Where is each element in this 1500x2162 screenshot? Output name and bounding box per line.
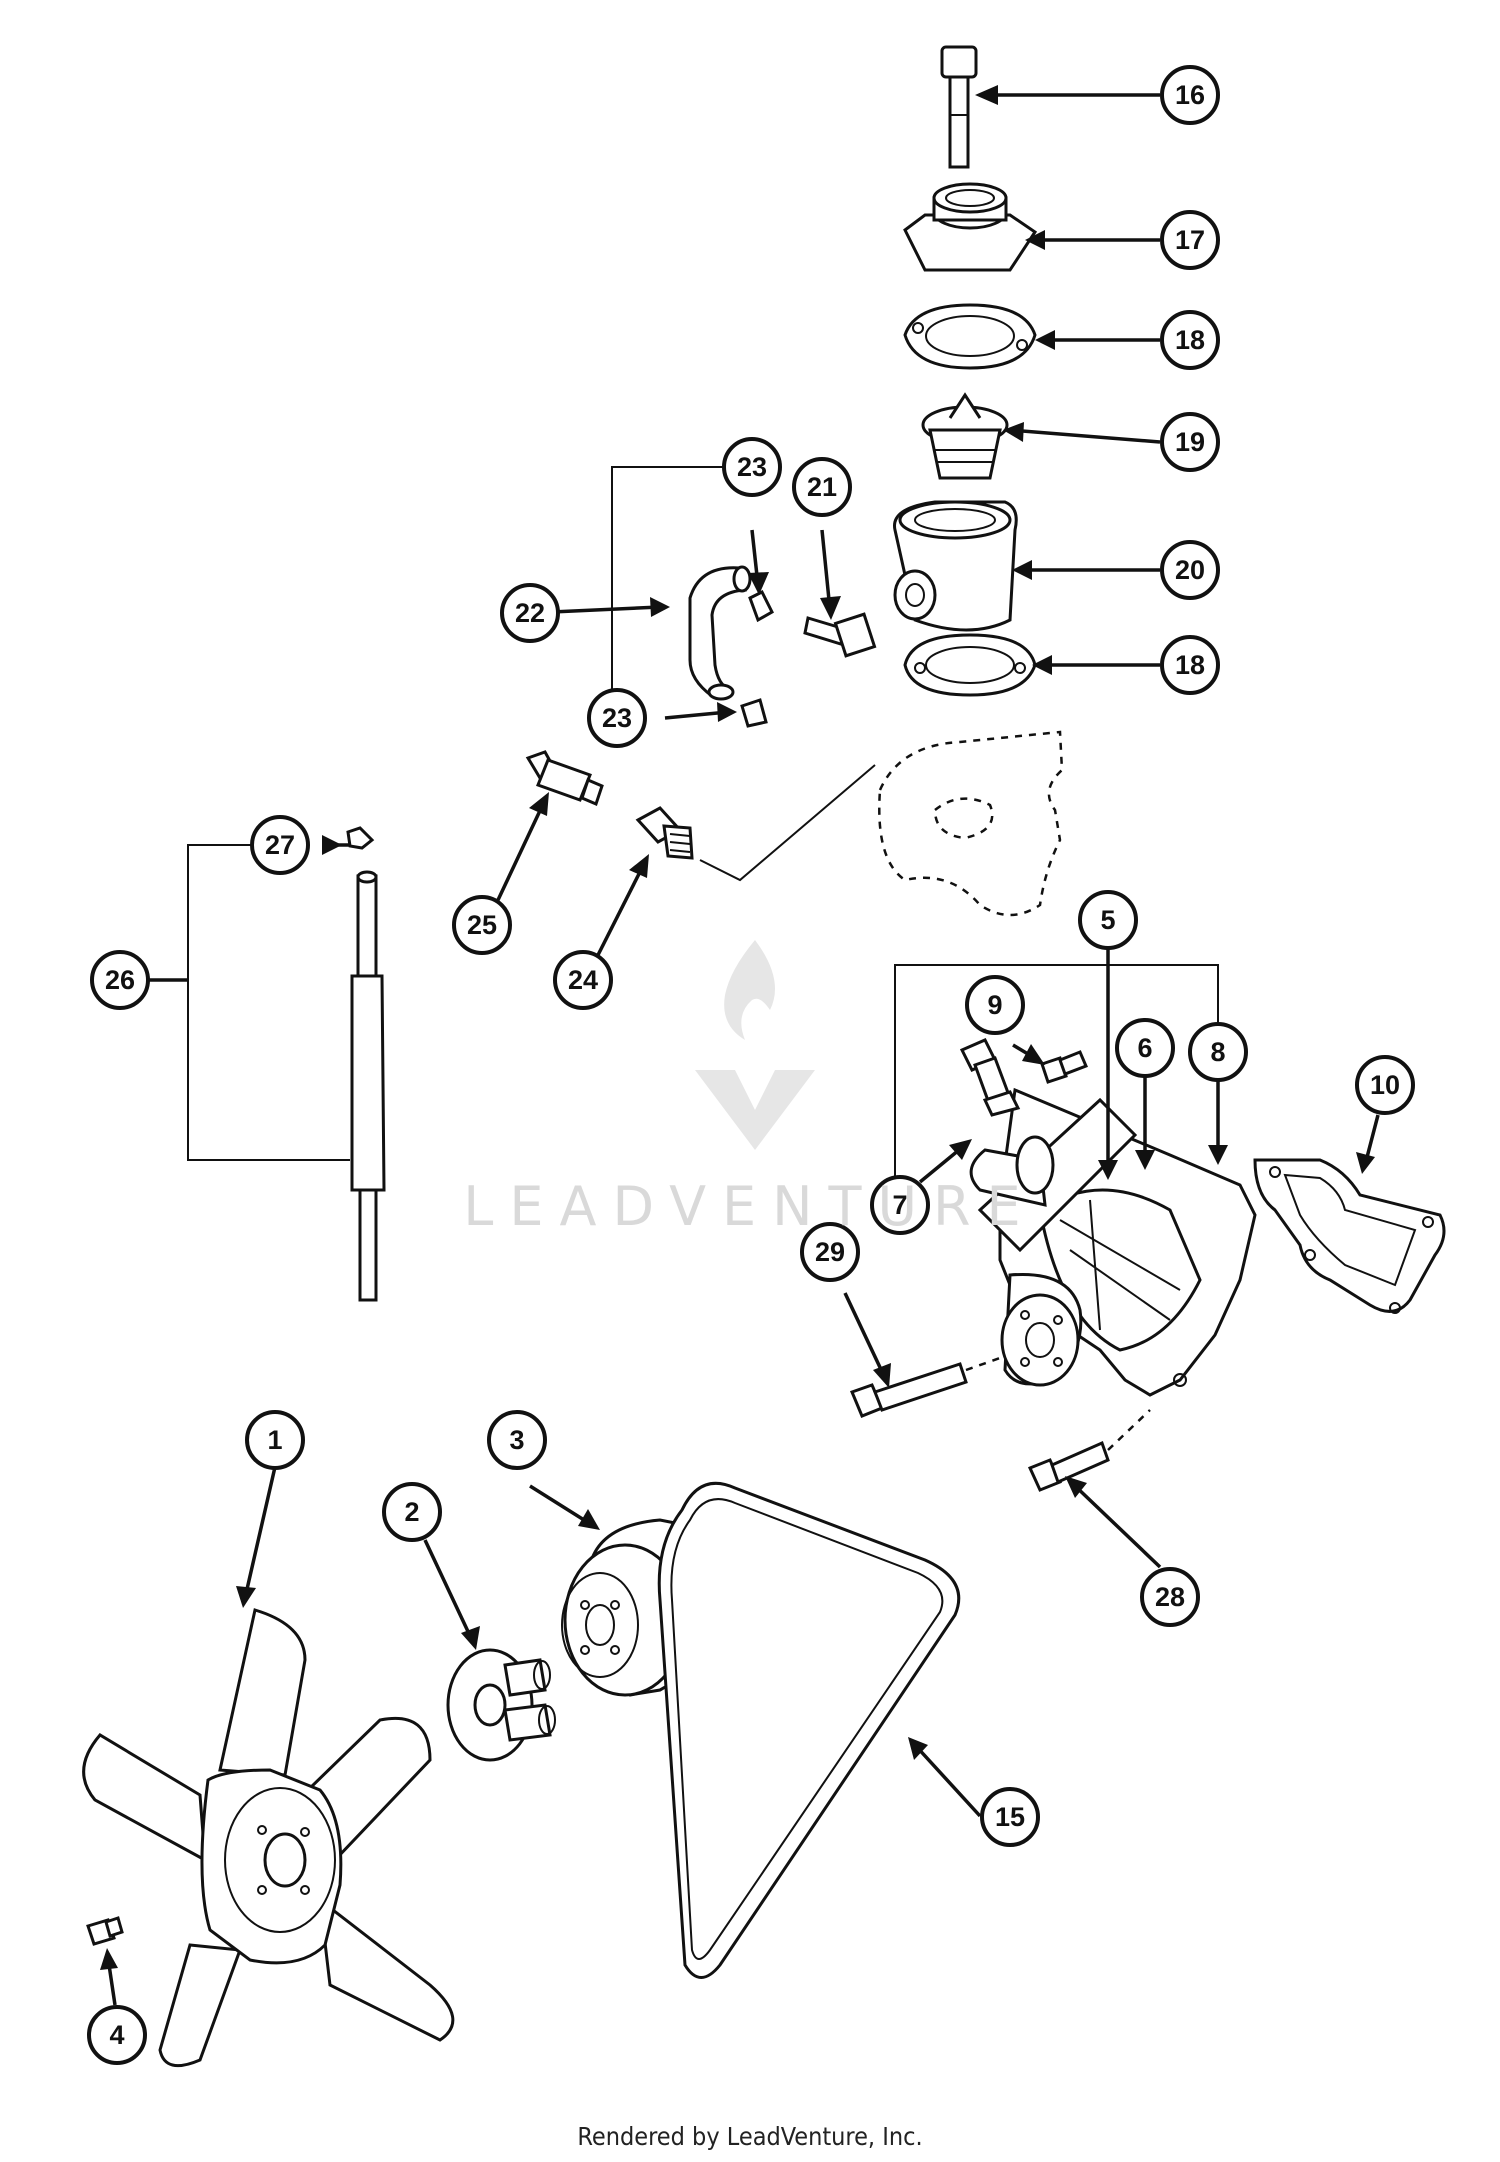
callout-18-lower[interactable]: 18 xyxy=(1160,635,1220,695)
drain-cock-drawing xyxy=(959,1038,1021,1117)
hose-drawing xyxy=(688,565,752,701)
long-bolt-drawing xyxy=(850,1356,1001,1418)
svg-text:24: 24 xyxy=(568,965,598,995)
short-bolt-drawing xyxy=(1027,1409,1151,1492)
svg-text:8: 8 xyxy=(1210,1037,1225,1067)
callout-9[interactable]: 9 xyxy=(965,975,1025,1035)
svg-text:26: 26 xyxy=(105,965,135,995)
watermark-logo-icon xyxy=(695,940,815,1150)
callout-labels: 16 17 18 19 23 21 22 20 18 23 27 25 26 2… xyxy=(87,65,1415,2065)
plug-leader xyxy=(699,764,876,882)
engine-block-outline xyxy=(878,730,1064,917)
callout-22[interactable]: 22 xyxy=(500,583,560,643)
watermark-text: LEADVENTURE xyxy=(463,1175,1037,1238)
bolt-16-drawing xyxy=(940,45,978,169)
svg-text:19: 19 xyxy=(1175,427,1205,457)
callout-3[interactable]: 3 xyxy=(487,1410,547,1470)
plug-drawing xyxy=(635,806,694,860)
water-pump-drawing xyxy=(969,1087,1257,1397)
callout-23-upper[interactable]: 23 xyxy=(722,437,782,497)
callout-27[interactable]: 27 xyxy=(250,815,310,875)
svg-text:22: 22 xyxy=(515,598,545,628)
svg-text:28: 28 xyxy=(1155,1582,1185,1612)
callout-1[interactable]: 1 xyxy=(245,1410,305,1470)
fan-drawing xyxy=(82,1608,455,2068)
svg-text:23: 23 xyxy=(602,703,632,733)
callout-2[interactable]: 2 xyxy=(382,1482,442,1542)
svg-text:3: 3 xyxy=(509,1425,524,1455)
gasket-lower-drawing xyxy=(903,633,1037,697)
svg-text:23: 23 xyxy=(737,452,767,482)
svg-text:29: 29 xyxy=(815,1237,845,1267)
callout-17[interactable]: 17 xyxy=(1160,210,1220,270)
thermostat-housing-drawing xyxy=(893,500,1018,632)
svg-text:16: 16 xyxy=(1175,80,1205,110)
svg-text:2: 2 xyxy=(404,1497,419,1527)
spacer-drawing xyxy=(446,1648,556,1762)
callout-24[interactable]: 24 xyxy=(553,950,613,1010)
callout-7[interactable]: 7 xyxy=(870,1175,930,1235)
callout-6[interactable]: 6 xyxy=(1115,1018,1175,1078)
callout-4[interactable]: 4 xyxy=(87,2005,147,2065)
callout-25[interactable]: 25 xyxy=(452,895,512,955)
fitting-drawing xyxy=(803,612,877,658)
callout-29[interactable]: 29 xyxy=(800,1222,860,1282)
clamps-drawing xyxy=(740,589,774,728)
thermostat-cover-drawing xyxy=(903,182,1038,272)
pump-bolt-drawing xyxy=(1040,1050,1088,1084)
svg-text:4: 4 xyxy=(109,2020,124,2050)
svg-text:25: 25 xyxy=(467,910,497,940)
svg-text:15: 15 xyxy=(995,1802,1025,1832)
callout-19[interactable]: 19 xyxy=(1160,412,1220,472)
callout-23-lower[interactable]: 23 xyxy=(587,688,647,748)
svg-text:7: 7 xyxy=(892,1190,907,1220)
svg-text:18: 18 xyxy=(1175,325,1205,355)
callout-5[interactable]: 5 xyxy=(1078,890,1138,950)
dipstick-drawing xyxy=(346,826,386,1302)
callout-20[interactable]: 20 xyxy=(1160,540,1220,600)
callout-10[interactable]: 10 xyxy=(1355,1055,1415,1115)
svg-text:9: 9 xyxy=(987,990,1002,1020)
svg-text:10: 10 xyxy=(1370,1070,1400,1100)
footer-credit: Rendered by LeadVenture, Inc. xyxy=(577,2122,923,2151)
callout-15[interactable]: 15 xyxy=(980,1787,1040,1847)
callout-28[interactable]: 28 xyxy=(1140,1567,1200,1627)
callout-21[interactable]: 21 xyxy=(792,457,852,517)
callout-8[interactable]: 8 xyxy=(1188,1022,1248,1082)
svg-text:5: 5 xyxy=(1100,905,1115,935)
svg-text:21: 21 xyxy=(807,472,837,502)
svg-text:18: 18 xyxy=(1175,650,1205,680)
v-belt-drawing xyxy=(657,1481,961,1979)
sender-drawing xyxy=(525,750,604,807)
svg-text:6: 6 xyxy=(1137,1033,1152,1063)
thermostat-drawing xyxy=(921,392,1009,480)
svg-text:1: 1 xyxy=(267,1425,282,1455)
callout-16[interactable]: 16 xyxy=(1160,65,1220,125)
pump-gasket-drawing xyxy=(1253,1158,1446,1314)
svg-text:17: 17 xyxy=(1175,225,1205,255)
gasket-upper-drawing xyxy=(903,303,1037,370)
leader-arrowheads xyxy=(100,85,1375,1970)
callout-26[interactable]: 26 xyxy=(90,950,150,1010)
svg-text:27: 27 xyxy=(265,830,295,860)
svg-text:20: 20 xyxy=(1175,555,1205,585)
fan-bolt-drawing xyxy=(86,1916,124,1946)
callout-18-upper[interactable]: 18 xyxy=(1160,310,1220,370)
